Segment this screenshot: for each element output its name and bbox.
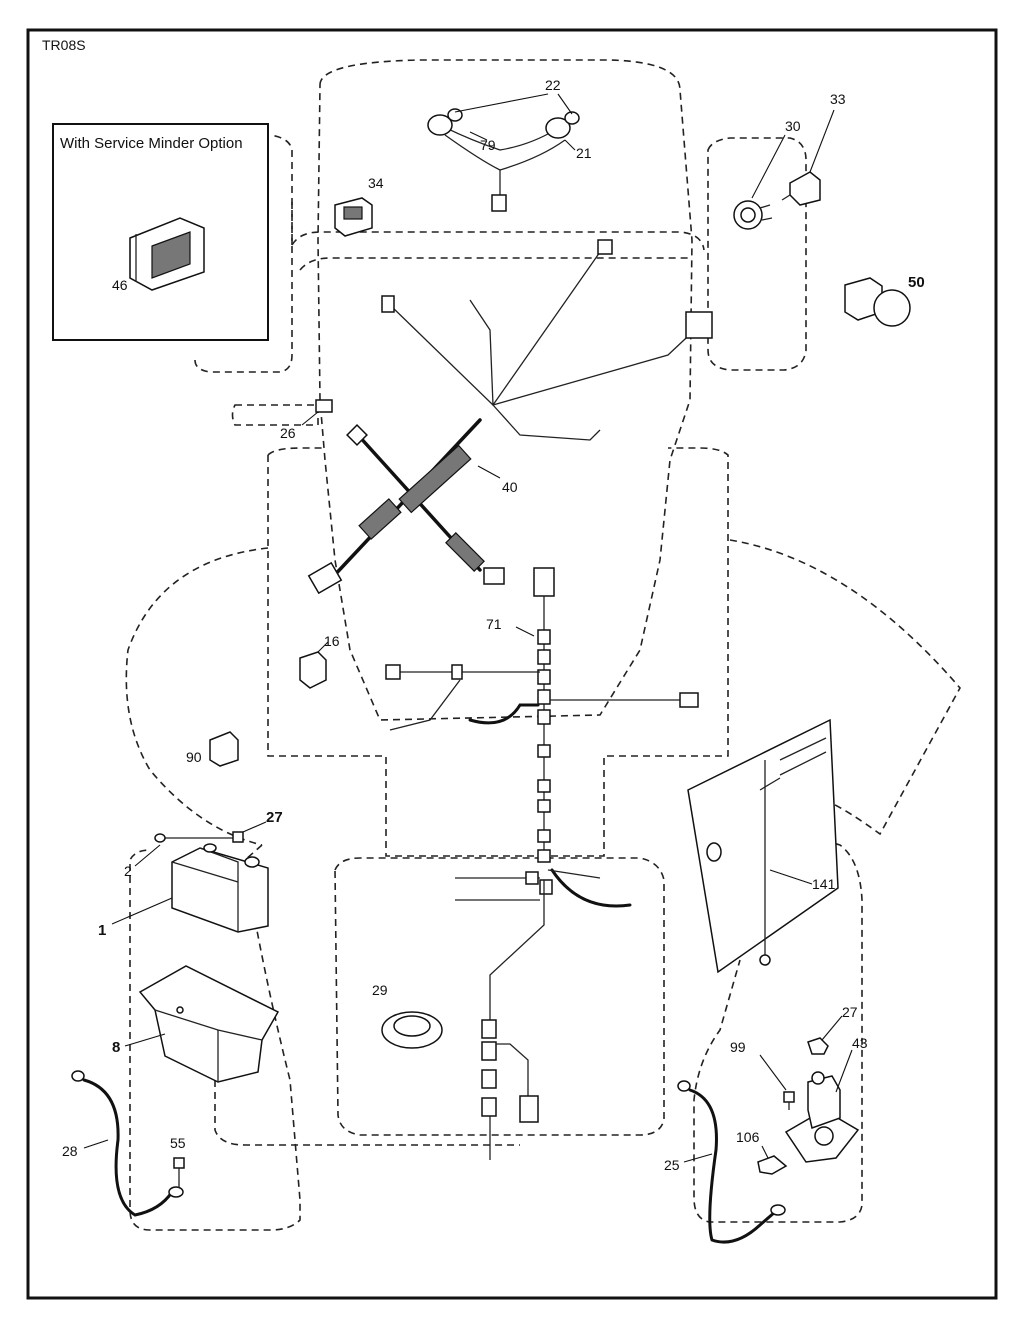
callout-34: 34 xyxy=(368,175,384,191)
horn-29 xyxy=(381,1011,443,1049)
callout-16: 16 xyxy=(324,633,340,649)
plunger-switch-50 xyxy=(844,277,911,327)
bracket-141 xyxy=(687,718,839,974)
callout-26: 26 xyxy=(280,425,296,441)
callout-22: 22 xyxy=(545,77,561,93)
battery-tray-8 xyxy=(124,965,280,1083)
callout-27b: 27 xyxy=(842,1004,858,1020)
key-33 xyxy=(781,109,835,206)
inset-title: With Service Minder Option xyxy=(60,135,243,152)
headlight-harness xyxy=(427,93,580,212)
callout-50: 50 xyxy=(908,274,925,291)
callout-2: 2 xyxy=(124,863,132,879)
callout-25: 25 xyxy=(664,1157,680,1173)
lower-harness xyxy=(455,868,632,1160)
callout-99: 99 xyxy=(730,1039,746,1055)
callout-106: 106 xyxy=(736,1129,760,1145)
ignition-switch-30 xyxy=(733,134,786,230)
screw-99 xyxy=(759,1054,795,1110)
nut-27 xyxy=(807,1015,843,1055)
connector-90 xyxy=(209,731,239,767)
callout-46: 46 xyxy=(112,277,128,293)
battery-cable-25 xyxy=(677,1080,786,1244)
callout-40: 40 xyxy=(502,479,518,495)
screw-55 xyxy=(173,1157,185,1188)
callout-55: 55 xyxy=(170,1135,186,1151)
callout-141: 141 xyxy=(812,876,836,892)
callout-27a: 27 xyxy=(266,809,283,826)
switch-34 xyxy=(334,197,373,237)
battery-1 xyxy=(111,821,269,933)
service-minder-inset: With Service Minder Option 46 xyxy=(52,123,269,341)
battery-cable-28 xyxy=(71,1070,184,1217)
callout-33: 33 xyxy=(830,91,846,107)
diagram-code: TR08S xyxy=(42,37,86,53)
solenoid-43 xyxy=(784,1049,860,1163)
callout-90: 90 xyxy=(186,749,202,765)
callout-71: 71 xyxy=(486,616,502,632)
leader-26 xyxy=(301,411,319,426)
callout-28: 28 xyxy=(62,1143,78,1159)
leader-16 xyxy=(317,641,329,653)
callout-79: 79 xyxy=(480,137,496,153)
relay-16 xyxy=(299,651,327,689)
main-harness-40 xyxy=(307,239,713,595)
callout-1: 1 xyxy=(98,922,106,939)
hour-meter-46 xyxy=(129,217,205,291)
callout-8: 8 xyxy=(112,1039,120,1056)
page-border xyxy=(26,28,998,1300)
callout-43: 43 xyxy=(852,1035,868,1051)
callout-29: 29 xyxy=(372,982,388,998)
callout-30: 30 xyxy=(785,118,801,134)
callout-21: 21 xyxy=(576,145,592,161)
rear-harness-71 xyxy=(385,567,699,863)
clip-106 xyxy=(757,1145,788,1175)
